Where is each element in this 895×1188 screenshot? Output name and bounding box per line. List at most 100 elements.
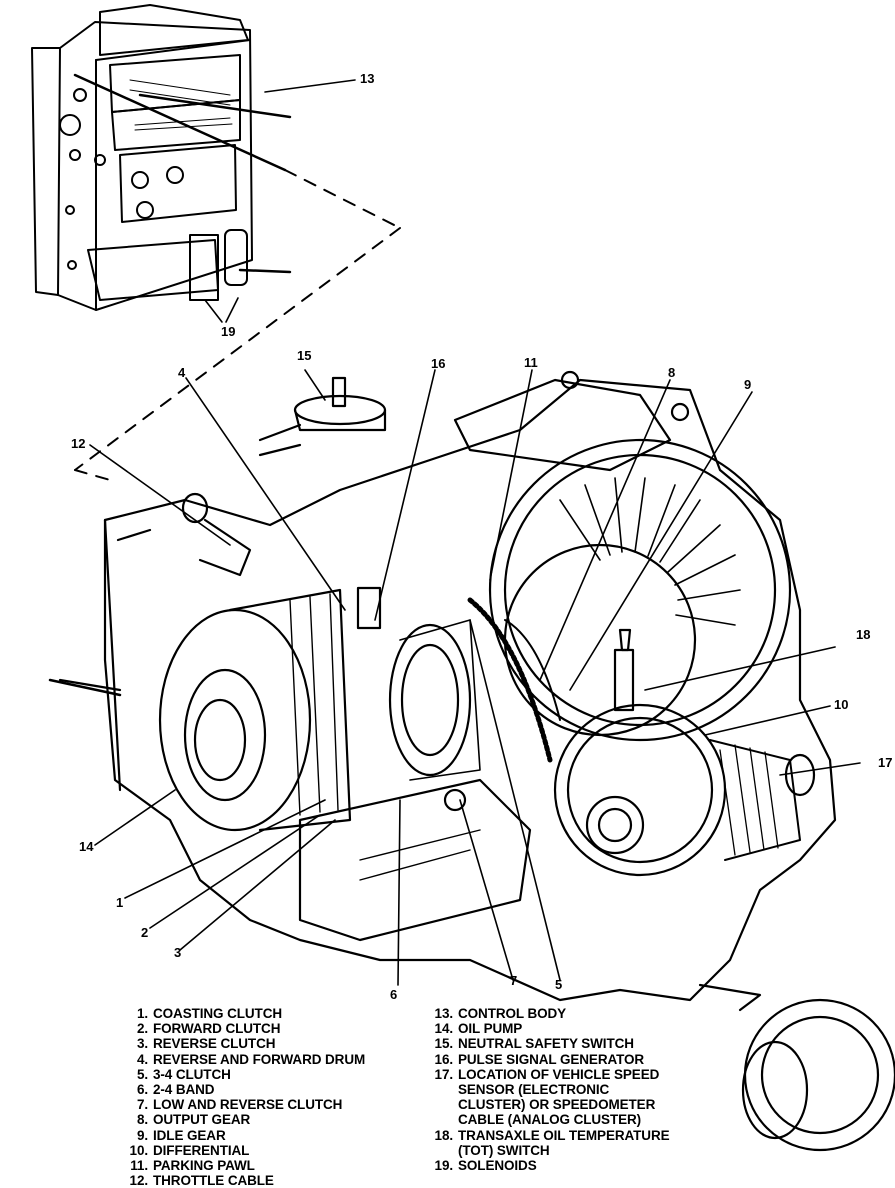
legend-item: 3. REVERSE CLUTCH (120, 1036, 365, 1051)
legend-text: COASTING CLUTCH (153, 1006, 282, 1021)
legend-number: 1. (136, 1006, 148, 1021)
legend-text: LOCATION OF VEHICLE SPEED SENSOR (ELECTR… (458, 1066, 660, 1128)
legend-number: 13. (434, 1006, 454, 1021)
callout-11: 11 (524, 355, 538, 370)
callout-16: 16 (431, 356, 446, 371)
callout-8: 8 (668, 365, 676, 380)
leader-18 (644, 646, 836, 691)
callout-4: 4 (178, 365, 186, 380)
legend-text: CONTROL BODY (458, 1006, 567, 1021)
legend-number: 7. (136, 1097, 148, 1113)
legend-text: NEUTRAL SAFETY SWITCH (458, 1036, 634, 1052)
legend-item: 17.LOCATION OF VEHICLE SPEED SENSOR (ELE… (425, 1067, 670, 1128)
leader-lines (89, 79, 861, 986)
leader-12 (89, 444, 231, 546)
leader-1 (124, 799, 326, 899)
legend-number: 16. (434, 1051, 454, 1067)
legend-text: IDLE GEAR (153, 1127, 226, 1143)
callout-10: 10 (834, 697, 849, 712)
leader-19b (225, 297, 239, 323)
leader-6 (397, 799, 401, 986)
legend-item: 5. 3-4 CLUTCH (120, 1067, 365, 1082)
leader-19a (204, 299, 223, 323)
legend-text: 2-4 BAND (153, 1082, 215, 1098)
callout-14: 14 (79, 839, 94, 854)
legend-number: 15. (434, 1036, 454, 1052)
callout-6: 6 (390, 987, 398, 1002)
legend-item: 19.SOLENOIDS (425, 1158, 670, 1173)
legend-item: 1. COASTING CLUTCH (120, 1006, 365, 1021)
leader-16 (374, 369, 436, 621)
callout-9: 9 (744, 377, 752, 392)
legend-item: 10.DIFFERENTIAL (120, 1143, 365, 1158)
leader-4 (185, 377, 346, 611)
callout-17: 17 (878, 755, 893, 770)
legend-item: 14.OIL PUMP (425, 1021, 670, 1036)
leader-3 (179, 819, 336, 951)
legend-number: 5. (136, 1066, 148, 1082)
callout-15: 15 (297, 348, 312, 363)
legend-text: PARKING PAWL (153, 1158, 255, 1174)
legend-number: 18. (434, 1127, 454, 1143)
leader-17 (779, 762, 861, 776)
legend-text: PULSE SIGNAL GENERATOR (458, 1051, 645, 1067)
legend-item: 9. IDLE GEAR (120, 1128, 365, 1143)
leader-10 (704, 705, 831, 736)
leader-8 (539, 379, 671, 681)
callout-18: 18 (856, 627, 871, 642)
legend-number: 11. (130, 1158, 148, 1174)
legend-text: LOW AND REVERSE CLUTCH (153, 1097, 343, 1113)
leader-9 (569, 391, 753, 691)
callout-5: 5 (555, 977, 563, 992)
leader-2 (149, 814, 321, 929)
legend-number: 19. (434, 1158, 454, 1174)
legend-item: 2. FORWARD CLUTCH (120, 1021, 365, 1036)
legend-number: 14. (434, 1021, 454, 1037)
legend-item: 4.REVERSE AND FORWARD DRUM (120, 1052, 365, 1067)
legend-text: REVERSE CLUTCH (153, 1036, 276, 1052)
legend-item: 13. CONTROL BODY (425, 1006, 670, 1021)
leader-7 (459, 799, 514, 981)
legend-item: 7. LOW AND REVERSE CLUTCH (120, 1097, 365, 1112)
legend-left-column: 1. COASTING CLUTCH 2. FORWARD CLUTCH 3. REV… (120, 1006, 366, 1188)
leader-14 (94, 789, 176, 846)
legend-number: 10. (129, 1142, 149, 1158)
legend-text: THROTTLE CABLE (153, 1173, 274, 1188)
legend-text: DIFFERENTIAL (153, 1142, 250, 1158)
legend-text: 3-4 CLUTCH (153, 1066, 231, 1082)
legend-text: FORWARD CLUTCH (153, 1021, 281, 1037)
legend-text: OUTPUT GEAR (153, 1112, 251, 1128)
legend-number: 12. (129, 1173, 149, 1188)
legend-number: 9. (136, 1127, 148, 1143)
legend-item: 12. THROTTLE CABLE (120, 1173, 365, 1188)
leader-13 (264, 79, 356, 93)
callout-3: 3 (174, 945, 182, 960)
legend-item: 16.PULSE SIGNAL GENERATOR (425, 1052, 670, 1067)
callout-12: 12 (71, 436, 86, 451)
legend-number: 4. (136, 1051, 148, 1067)
legend-item: 6. 2-4 BAND (120, 1082, 365, 1097)
legend-item: 15.NEUTRAL SAFETY SWITCH (425, 1036, 670, 1051)
legend-item: 8. OUTPUT GEAR (120, 1112, 365, 1127)
dashed-connector-lines (74, 169, 401, 481)
legend-text: OIL PUMP (458, 1021, 523, 1037)
legend-text: TRANSAXLE OIL TEMPERATURE (TOT) SWITCH (458, 1127, 670, 1158)
leader-5 (469, 619, 561, 981)
legend-item: 11. PARKING PAWL (120, 1158, 365, 1173)
control-body-drawing (31, 4, 292, 311)
leader-11 (489, 369, 533, 581)
callout-1: 1 (116, 895, 124, 910)
legend-number: 8. (136, 1112, 148, 1128)
legend-number: 17. (434, 1066, 454, 1082)
callout-2: 2 (141, 925, 149, 940)
legend-right-column: 13. CONTROL BODY 14.OIL PUMP 15.NEUTRAL S… (425, 1006, 670, 1173)
callout-19: 19 (221, 324, 236, 339)
legend-number: 3. (136, 1036, 148, 1052)
callout-7: 7 (510, 973, 518, 988)
legend-number: 6. (136, 1082, 148, 1098)
legend-number: 2. (136, 1021, 148, 1037)
legend-text: SOLENOIDS (458, 1158, 537, 1174)
leader-15 (304, 369, 326, 401)
legend-item: 18.TRANSAXLE OIL TEMPERATURE (TOT) SWITC… (425, 1128, 670, 1158)
